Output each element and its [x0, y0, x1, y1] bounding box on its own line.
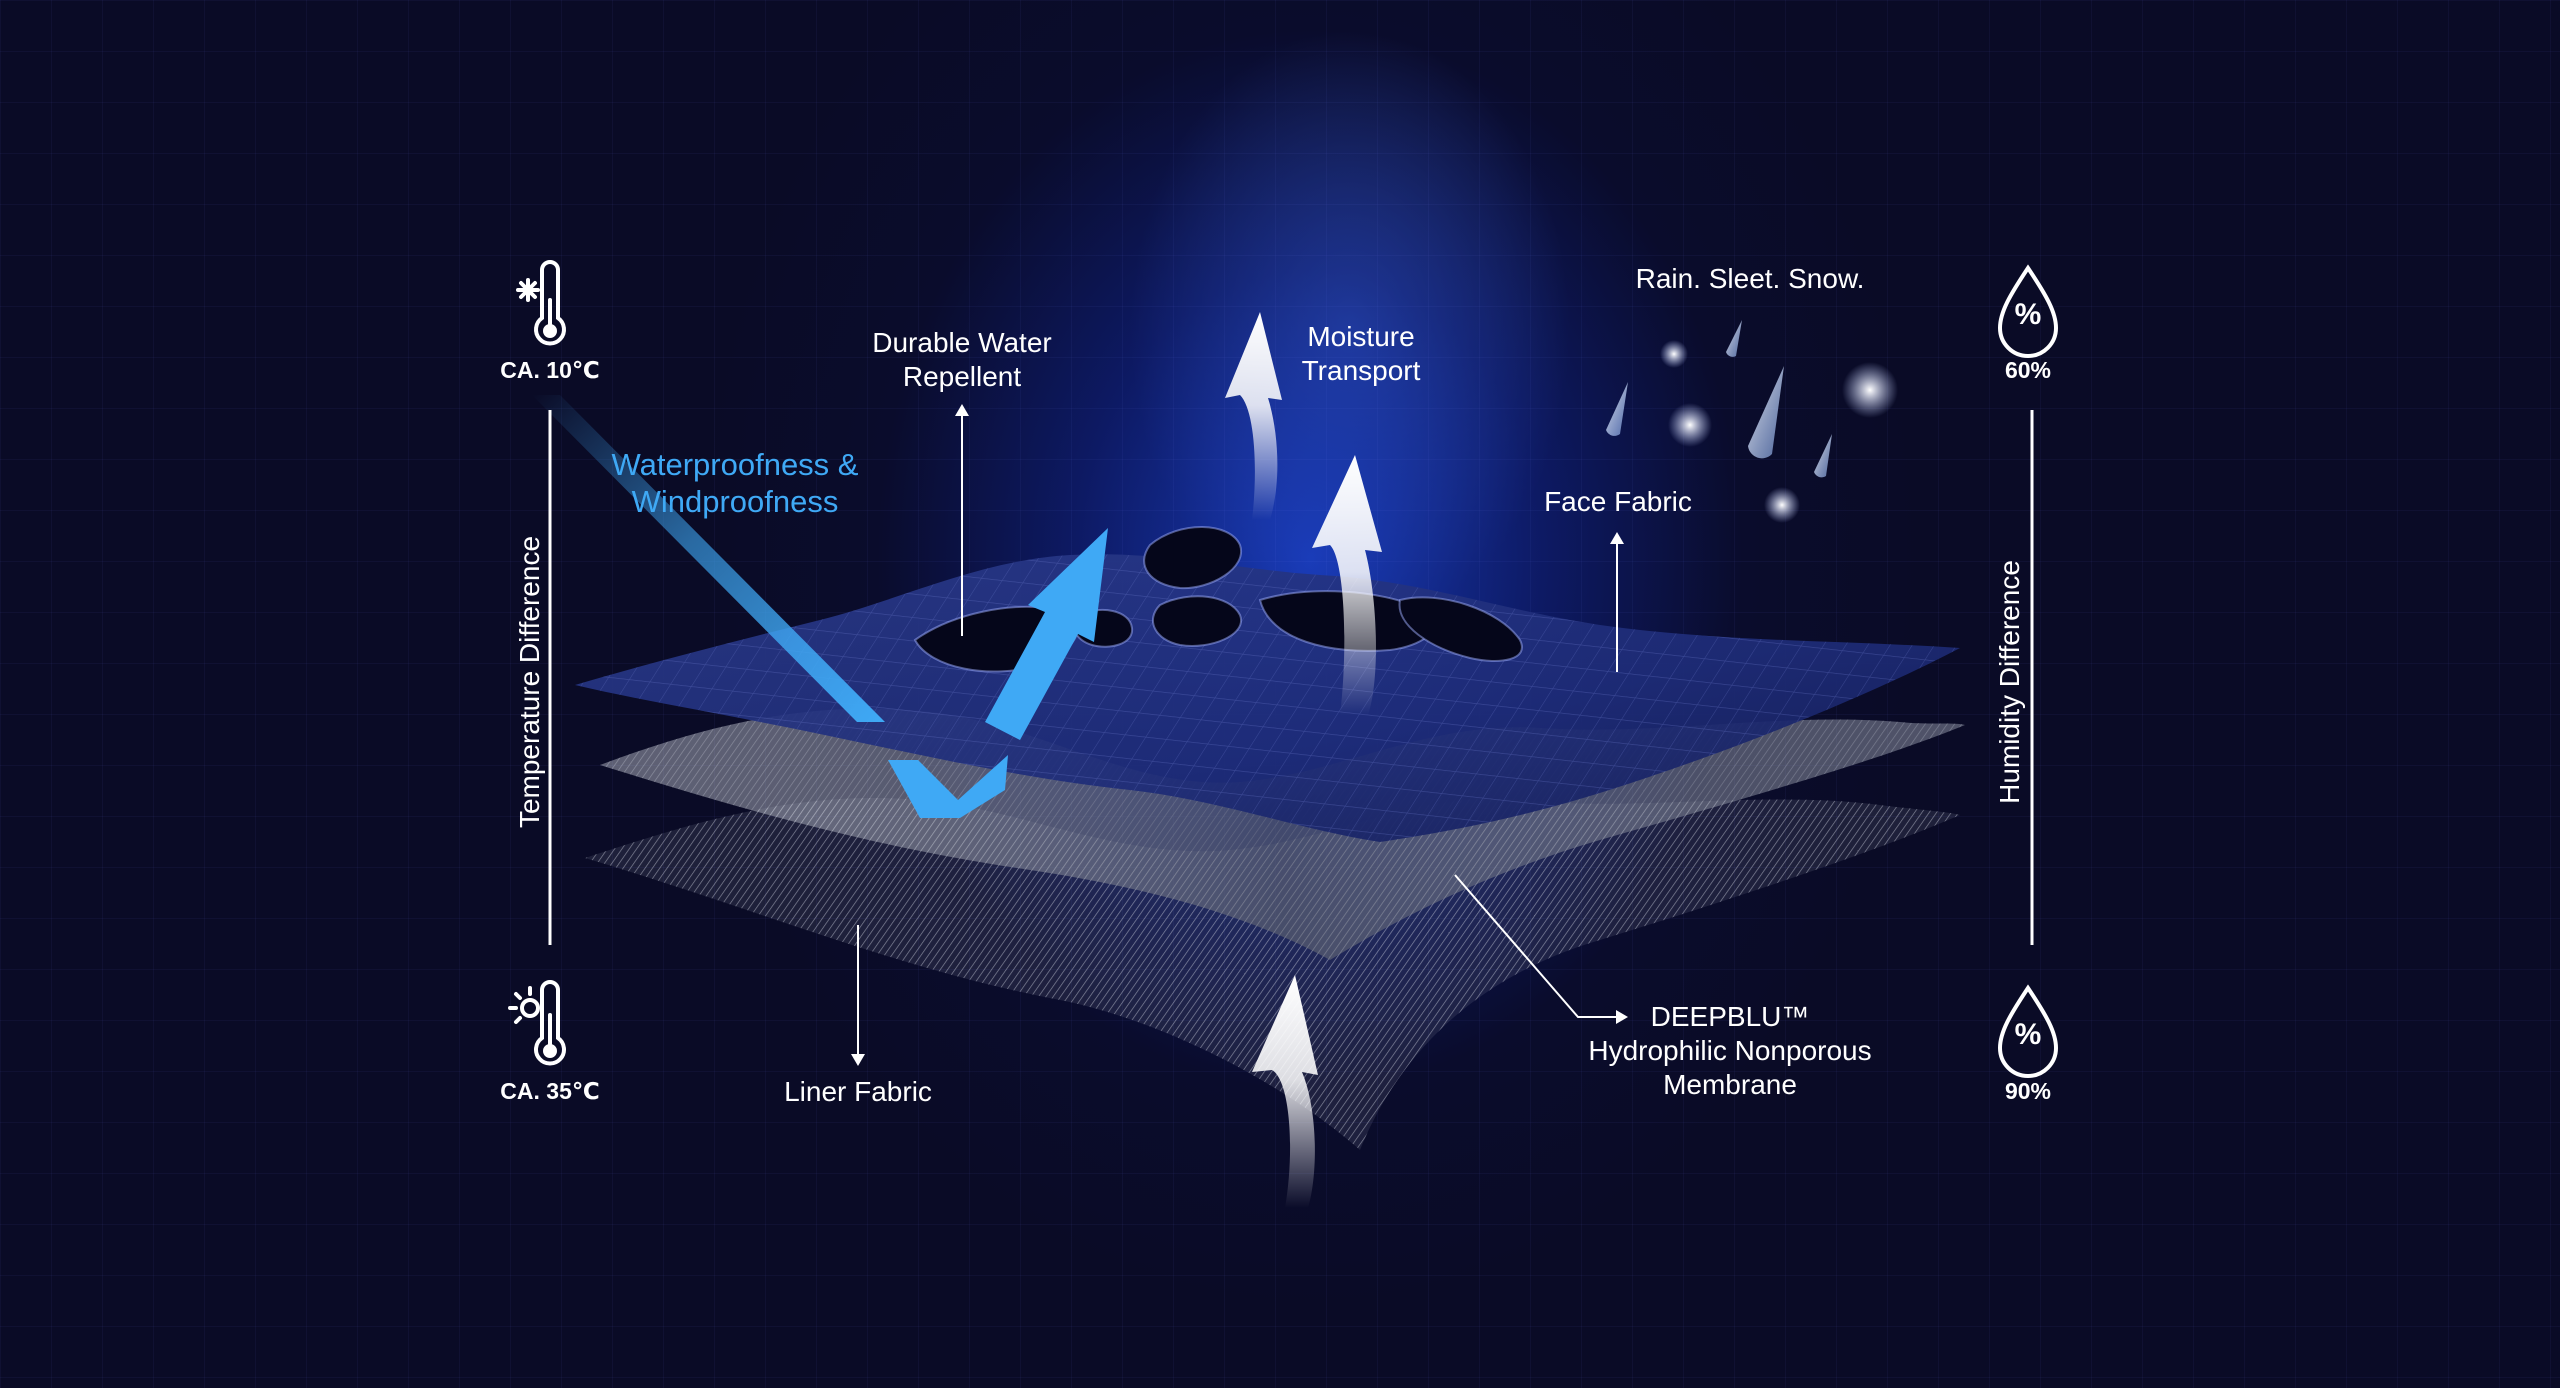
raindrop-icon: [1726, 320, 1742, 357]
humidity-bottom-value: 90%: [2004, 1078, 2052, 1104]
raindrop-icon: [1814, 434, 1832, 478]
leader-lines: [857, 410, 1622, 1060]
droplet-percent-icon-bottom: [1997, 984, 2059, 1078]
snowflake-icon: [1668, 403, 1712, 447]
membrane-title-label: DEEPBLU™: [1650, 1001, 1810, 1032]
raindrop-icon: [1748, 366, 1784, 459]
membrane-description-label: Hydrophilic Nonporous Membrane: [1588, 1035, 1872, 1100]
waterproof-check-mark: [888, 755, 1008, 818]
moisture-arrow-middle: [1312, 455, 1382, 715]
snowflake-icon: [1764, 487, 1800, 523]
temperature-top-value: CA. 10℃: [500, 357, 600, 383]
precipitation-particles: [1606, 320, 1898, 523]
percent-symbol-top: %: [2014, 298, 2042, 331]
moisture-transport-label: Moisture Transport: [1301, 321, 1421, 386]
moisture-arrow-bottom: [1252, 975, 1318, 1208]
snowflake-icon: [1842, 362, 1898, 418]
droplet-percent-icon-top: [1997, 264, 2059, 358]
raindrop-icon: [1606, 382, 1628, 436]
face-fabric-label: Face Fabric: [1544, 486, 1692, 517]
waterproof-incoming-arrow: [532, 395, 885, 722]
durable-water-label: Durable Water Repellent: [872, 327, 1052, 392]
thermometer-snowflake-icon: [516, 260, 566, 346]
temperature-axis-label: Temperature Difference: [514, 535, 545, 829]
temperature-bottom-value: CA. 35℃: [500, 1078, 600, 1104]
liner-fabric-label: Liner Fabric: [784, 1076, 932, 1107]
membrane-leader: [1454, 874, 1622, 1018]
waterproof-bounce-arrow: [985, 528, 1108, 740]
humidity-axis-label: Humidity Difference: [1994, 560, 2025, 804]
leader-arrowheads: [851, 404, 1628, 1066]
waterproofness-label: Waterproofness & Windproofness: [611, 447, 859, 519]
thermometer-sun-icon: [508, 980, 566, 1066]
liner-fabric-layer: [585, 798, 1960, 1150]
humidity-top-value: 60%: [2004, 357, 2052, 383]
snowflake-icon: [1660, 340, 1688, 368]
moisture-arrow-top: [1225, 312, 1282, 520]
percent-symbol-bottom: %: [2014, 1018, 2042, 1051]
precipitation-label: Rain. Sleet. Snow.: [1635, 263, 1865, 294]
